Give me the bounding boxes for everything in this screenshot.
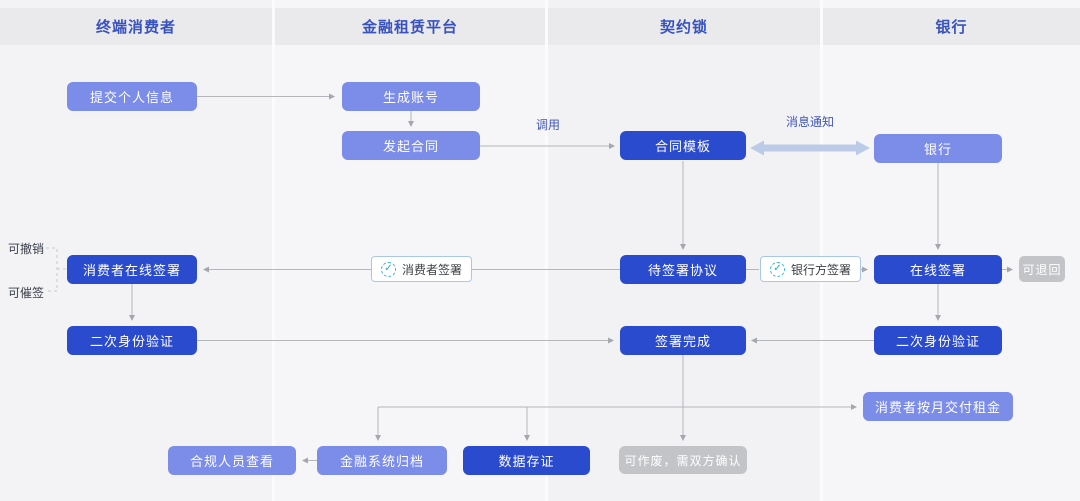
node-submit-info: 提交个人信息 [67,82,197,111]
node-consumer-online-sign: 消费者在线签署 [67,255,197,284]
column-header-platform: 金融租赁平台 [275,8,545,45]
node-returnable: 可退回 [1019,256,1065,282]
column-header-bank: 银行 [823,8,1080,45]
annotation-revocable: 可撤销 [8,242,45,256]
check-icon: ✓ [770,261,785,277]
node-identity-verify-right: 二次身份验证 [874,326,1002,355]
node-pending-agreement: 待签署协议 [620,255,746,284]
column-header-consumer: 终端消费者 [0,8,272,45]
node-monthly-rent: 消费者按月交付租金 [863,392,1013,421]
column-band-bank [823,0,1080,501]
edge-label-call: 调用 [535,118,560,132]
node-bank: 银行 [874,134,1002,163]
node-identity-verify-left: 二次身份验证 [67,326,197,355]
annotation-urge-sign: 可催签 [8,286,45,300]
check-icon: ✓ [381,261,396,277]
node-initiate-contract: 发起合同 [342,131,480,160]
badge-consumer-sign-label: 消费者签署 [402,262,463,277]
badge-consumer-sign: ✓ 消费者签署 [371,256,473,282]
node-compliance-view: 合规人员查看 [168,446,296,475]
edge-label-notify: 消息通知 [785,115,834,129]
node-create-account: 生成账号 [342,82,480,111]
node-finance-archive: 金融系统归档 [317,446,447,475]
node-voidable: 可作废，需双方确认 [619,446,747,474]
node-online-sign: 在线签署 [874,255,1002,284]
column-header-contract-lock: 契约锁 [548,8,820,45]
column-band-contract-lock [548,0,820,501]
node-data-evidence: 数据存证 [463,446,590,475]
node-contract-template: 合同模板 [620,131,746,160]
column-band-platform [275,0,545,501]
badge-bank-sign-label: 银行方签署 [791,262,852,277]
badge-bank-sign: ✓ 银行方签署 [760,256,862,282]
node-sign-complete: 签署完成 [620,326,746,355]
